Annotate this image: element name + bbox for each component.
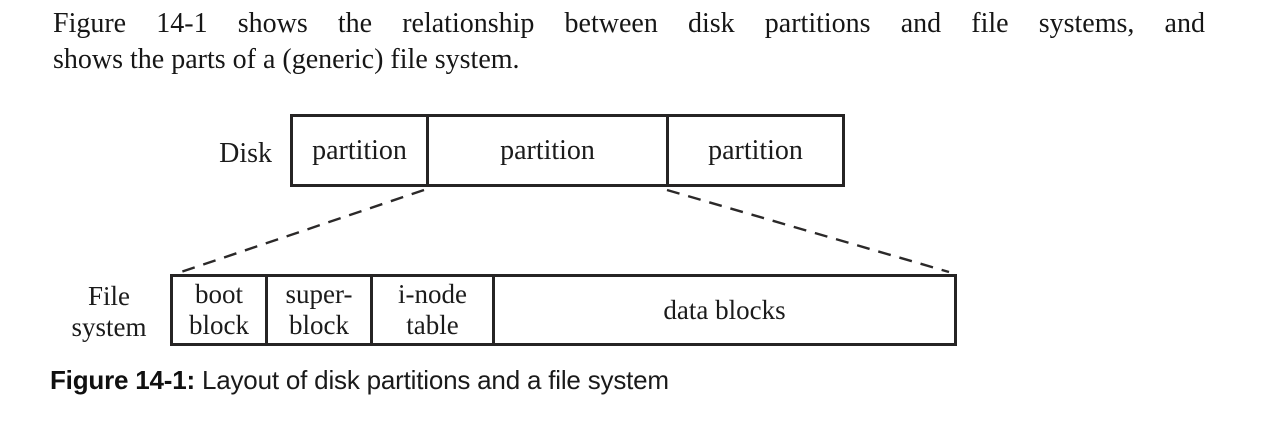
disk-partition-1: partition bbox=[293, 117, 426, 184]
inode-table-line-1: i-node bbox=[398, 279, 467, 309]
zoom-connector-left bbox=[180, 188, 425, 274]
disk-box: partition partition partition bbox=[290, 114, 845, 187]
disk-partition-2-label: partition bbox=[500, 134, 595, 166]
disk-partition-3-label: partition bbox=[708, 134, 803, 166]
super-block-line-2: block bbox=[289, 310, 349, 340]
intro-line-1: Figure 14-1 shows the relationship betwe… bbox=[53, 8, 1205, 39]
figure-caption: Figure 14-1: Layout of disk partitions a… bbox=[50, 365, 669, 396]
intro-line-2: shows the parts of a (generic) file syst… bbox=[53, 44, 520, 75]
boot-block-cell: boot block bbox=[173, 277, 265, 343]
data-blocks-cell: data blocks bbox=[492, 277, 954, 343]
super-block-cell: super- block bbox=[265, 277, 370, 343]
inode-table-line-2: table bbox=[406, 310, 459, 340]
file-system-label-line-2: system bbox=[71, 312, 147, 342]
disk-partition-3: partition bbox=[666, 117, 842, 184]
zoom-connector-right bbox=[666, 188, 950, 274]
file-system-label-line-1: File bbox=[87, 281, 130, 311]
boot-block-line-1: boot bbox=[194, 279, 243, 309]
figure-caption-text: Layout of disk partitions and a file sys… bbox=[194, 365, 669, 395]
disk-partition-2: partition bbox=[426, 117, 666, 184]
super-block-line-1: super- bbox=[285, 279, 353, 309]
disk-row-label: Disk bbox=[219, 138, 272, 169]
disk-partition-1-label: partition bbox=[312, 134, 407, 166]
inode-table-cell: i-node table bbox=[370, 277, 492, 343]
intro-paragraph: Figure 14-1 shows the relationship betwe… bbox=[53, 6, 1205, 78]
file-system-row-label: File system bbox=[40, 281, 178, 343]
figure-caption-number: Figure 14-1: bbox=[50, 365, 195, 395]
file-system-box: boot block super- block i-node table dat… bbox=[170, 274, 957, 346]
boot-block-line-2: block bbox=[189, 310, 249, 340]
data-blocks-label: data blocks bbox=[663, 294, 786, 325]
